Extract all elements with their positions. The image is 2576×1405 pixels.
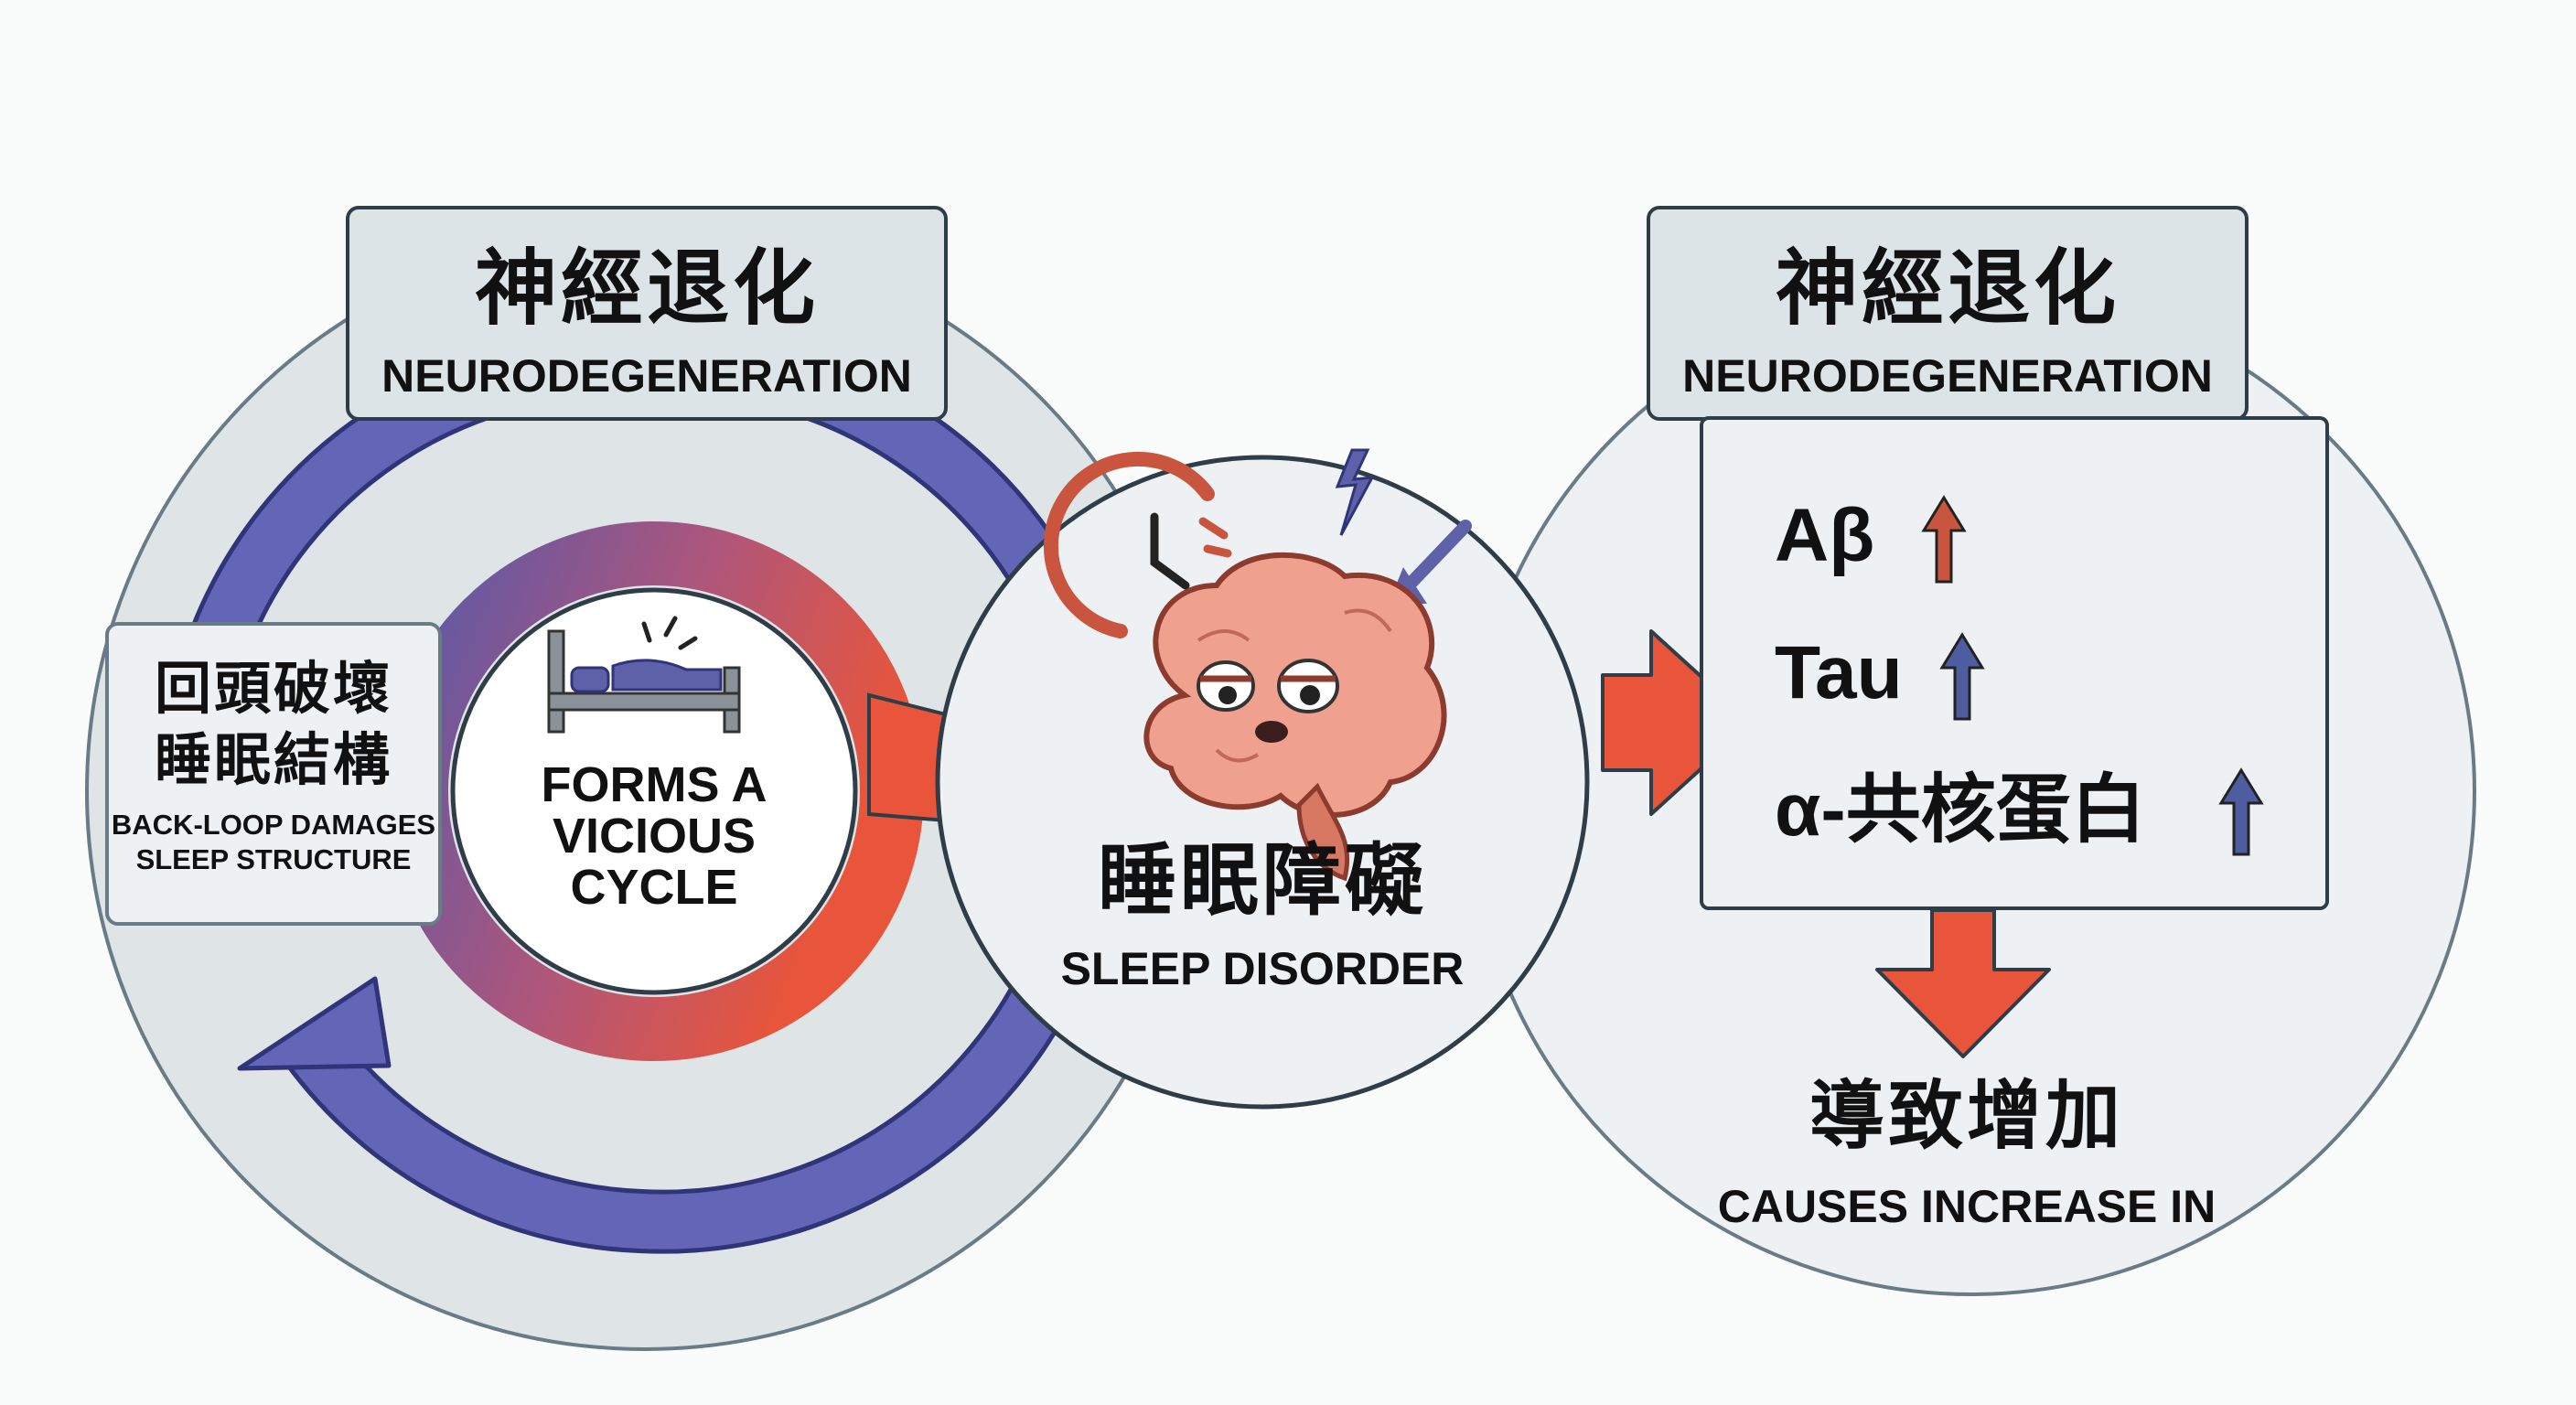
result-label: 導致增加 CAUSES INCREASE IN bbox=[1674, 1073, 2259, 1232]
back-loop-line1-zh: 回頭破壞 bbox=[154, 655, 392, 722]
back-loop-line2-zh: 睡眠結構 bbox=[154, 726, 392, 793]
cycle-line3: CYCLE bbox=[570, 860, 738, 915]
left-header-title-en: NEURODEGENERATION bbox=[381, 350, 912, 402]
marker-tau: Tau bbox=[1775, 636, 1903, 711]
right-header-title-zh: 神經退化 bbox=[1776, 241, 2120, 337]
right-header-title-en: NEURODEGENERATION bbox=[1682, 350, 2213, 402]
marker-tau-label: Tau bbox=[1775, 631, 1903, 714]
markers-panel bbox=[1700, 416, 2329, 910]
left-header-box: 神經退化 NEURODEGENERATION bbox=[346, 206, 948, 421]
abeta-up-arrow-icon bbox=[1921, 495, 1967, 584]
arrow-down bbox=[1875, 908, 2051, 1058]
back-loop-line1-en: BACK-LOOP DAMAGES bbox=[111, 809, 436, 841]
cycle-line2: VICIOUS bbox=[552, 809, 757, 863]
back-loop-box: 回頭破壞 睡眠結構 BACK-LOOP DAMAGES SLEEP STRUCT… bbox=[105, 622, 442, 926]
marker-abeta-label: Aβ bbox=[1775, 494, 1875, 577]
sleep-disorder-label: 睡眠障礙 SLEEP DISORDER bbox=[1034, 842, 1491, 992]
brain-icon bbox=[1143, 552, 1447, 882]
marker-synuclein-label: α-共核蛋白 bbox=[1775, 768, 2146, 852]
result-title-en: CAUSES INCREASE IN bbox=[1717, 1181, 2216, 1232]
sleep-disorder-title-en: SLEEP DISORDER bbox=[1060, 943, 1465, 994]
outer-loop-arrowhead bbox=[237, 976, 392, 1071]
back-loop-line2-en: SLEEP STRUCTURE bbox=[135, 843, 412, 875]
left-header-title-zh: 神經退化 bbox=[475, 241, 819, 337]
bed-icon bbox=[547, 616, 741, 734]
outer-loop-bottom-fill bbox=[279, 906, 1101, 1249]
cycle-line1: FORMS A bbox=[541, 757, 767, 812]
marker-synuclein: α-共核蛋白 bbox=[1775, 773, 2146, 848]
marker-abeta: Aβ bbox=[1775, 499, 1874, 574]
right-header-box: 神經退化 NEURODEGENERATION bbox=[1647, 206, 2249, 421]
synuclein-up-arrow-icon bbox=[2218, 767, 2264, 856]
sleep-disorder-title-zh: 睡眠障礙 bbox=[1098, 835, 1427, 927]
result-title-zh: 導致增加 bbox=[1809, 1073, 2124, 1160]
clock-icon bbox=[1043, 451, 1232, 638]
vicious-cycle-text: FORMS A VICIOUS CYCLE bbox=[508, 759, 800, 913]
tau-up-arrow-icon bbox=[1939, 632, 1985, 721]
